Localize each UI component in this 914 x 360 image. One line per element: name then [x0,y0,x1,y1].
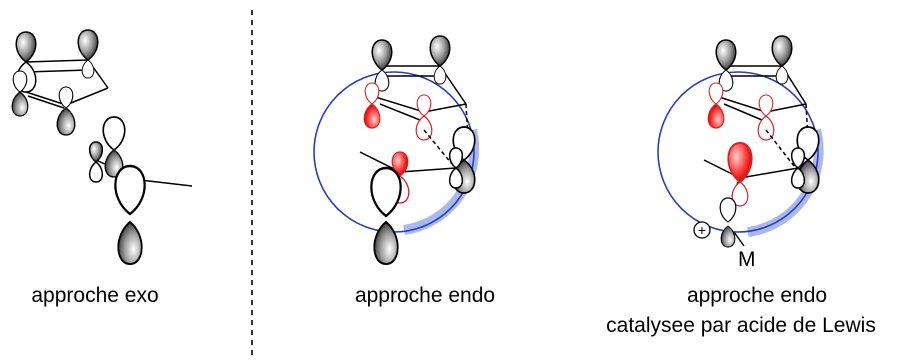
secondary-orbital-circle [657,71,819,233]
diene-orbitals [11,29,99,136]
exo-diagram [11,29,193,266]
dienophile [359,126,476,266]
caption-endo: approche endo [354,284,496,307]
caption-lewis-line2: catalysee par acide de Lewis [606,314,876,337]
positive-charge-label: + [698,222,706,238]
dienophile [88,116,193,266]
caption-exo: approche exo [31,284,159,307]
caption-lewis-line1: approche endo [686,284,828,307]
diene-orbitals [707,35,793,141]
dienophile [703,126,820,248]
endo-diagram [313,35,480,266]
diene-orbitals [363,35,451,141]
metal-label: M [738,248,756,271]
positive-charge-circle [693,221,711,239]
lewis-diagram [657,35,824,248]
